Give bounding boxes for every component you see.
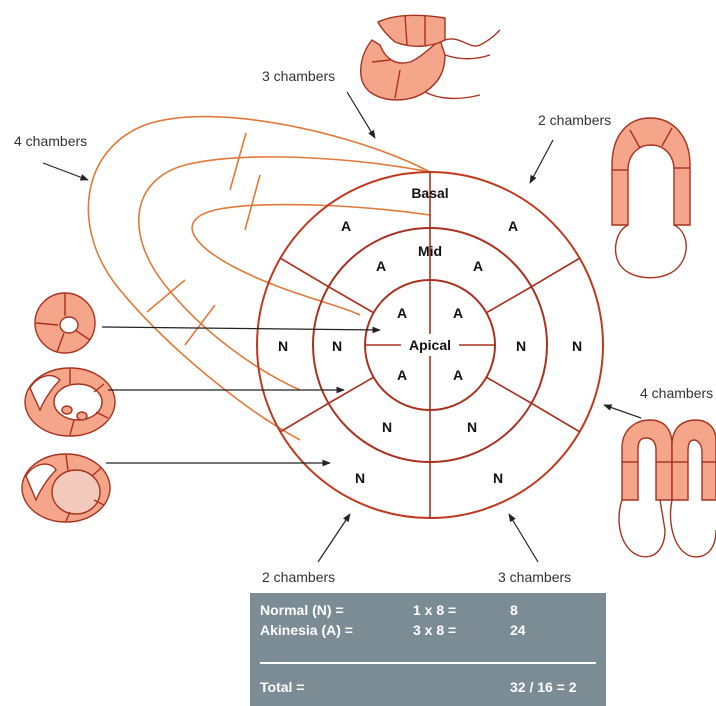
segment-divider	[531, 403, 580, 432]
segment-divider	[531, 258, 580, 287]
view-label-3-chambers-bottom: 3 chambers	[498, 569, 571, 585]
segment-score: A	[397, 367, 407, 383]
arrow	[530, 140, 553, 183]
akinesia-calc: 3 x 8 =	[413, 622, 456, 638]
arrow	[318, 514, 350, 562]
short-axis-slice-mid	[25, 368, 115, 436]
long-axis-divider	[230, 133, 246, 190]
wall-motion-score-box: Normal (N) = 1 x 8 = 8 Akinesia (A) = 3 …	[250, 593, 606, 706]
segment-score: N	[516, 338, 526, 354]
four-chamber-view-thumbnail	[619, 420, 716, 557]
inner-cavity-outline	[192, 205, 430, 315]
segment-score: A	[453, 367, 463, 383]
total-label: Total =	[260, 679, 304, 695]
view-label-2-chambers-bottom: 2 chambers	[262, 569, 335, 585]
three-chamber-view-thumbnail	[361, 15, 500, 100]
view-label-2-chambers-top: 2 chambers	[538, 112, 611, 128]
segment-score: N	[467, 419, 477, 435]
long-axis-heart	[88, 117, 430, 440]
segment-score: N	[355, 470, 365, 486]
apical-label: Apical	[409, 337, 451, 353]
arrows	[43, 92, 641, 562]
arrow	[604, 405, 641, 418]
segment-score: A	[376, 258, 386, 274]
arrow	[509, 514, 538, 562]
total-value: 32 / 16 = 2	[510, 679, 577, 695]
long-axis-divider	[185, 305, 215, 345]
segment-divider	[486, 377, 531, 403]
normal-calc: 1 x 8 =	[413, 602, 456, 618]
arrow	[347, 92, 375, 138]
arrow	[102, 327, 380, 330]
segment-score: N	[278, 338, 288, 354]
segment-score: N	[332, 338, 342, 354]
segment-score: A	[453, 305, 463, 321]
segment-score: N	[493, 470, 503, 486]
normal-label: Normal (N) =	[260, 602, 344, 618]
view-label-4-chambers-right: 4 chambers	[640, 385, 713, 401]
mid-label: Mid	[418, 243, 442, 259]
total-divider	[260, 662, 596, 664]
segment-score: A	[508, 218, 518, 234]
basal-label: Basal	[411, 185, 448, 201]
two-chamber-view-thumbnail	[612, 118, 690, 278]
segment-score: N	[382, 419, 392, 435]
segment-score: A	[473, 258, 483, 274]
akinesia-label: Akinesia (A) =	[260, 622, 353, 638]
view-label-4-chambers-left: 4 chambers	[14, 133, 87, 149]
long-axis-divider	[147, 280, 185, 312]
segment-divider	[329, 287, 374, 313]
view-label-3-chambers-top: 3 chambers	[262, 68, 335, 84]
arrow	[43, 163, 88, 180]
segment-divider	[280, 403, 329, 432]
segment-score: A	[341, 218, 351, 234]
short-axis-slice-apical	[35, 293, 95, 353]
segment-divider	[486, 287, 531, 313]
segment-score: N	[572, 338, 582, 354]
segment-divider	[280, 258, 329, 287]
akinesia-value: 24	[510, 622, 526, 638]
normal-value: 8	[510, 602, 518, 618]
short-axis-slice-basal	[22, 454, 110, 522]
long-axis-divider	[245, 175, 260, 230]
segment-score: A	[397, 305, 407, 321]
